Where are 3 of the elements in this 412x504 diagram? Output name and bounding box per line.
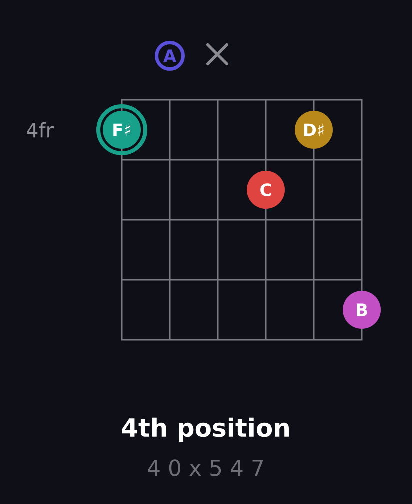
fret-label: 4fr bbox=[27, 122, 54, 138]
fingering-caption: 4 0 x 5 4 7 bbox=[148, 460, 264, 476]
chord-title: 4th position bbox=[122, 418, 289, 442]
